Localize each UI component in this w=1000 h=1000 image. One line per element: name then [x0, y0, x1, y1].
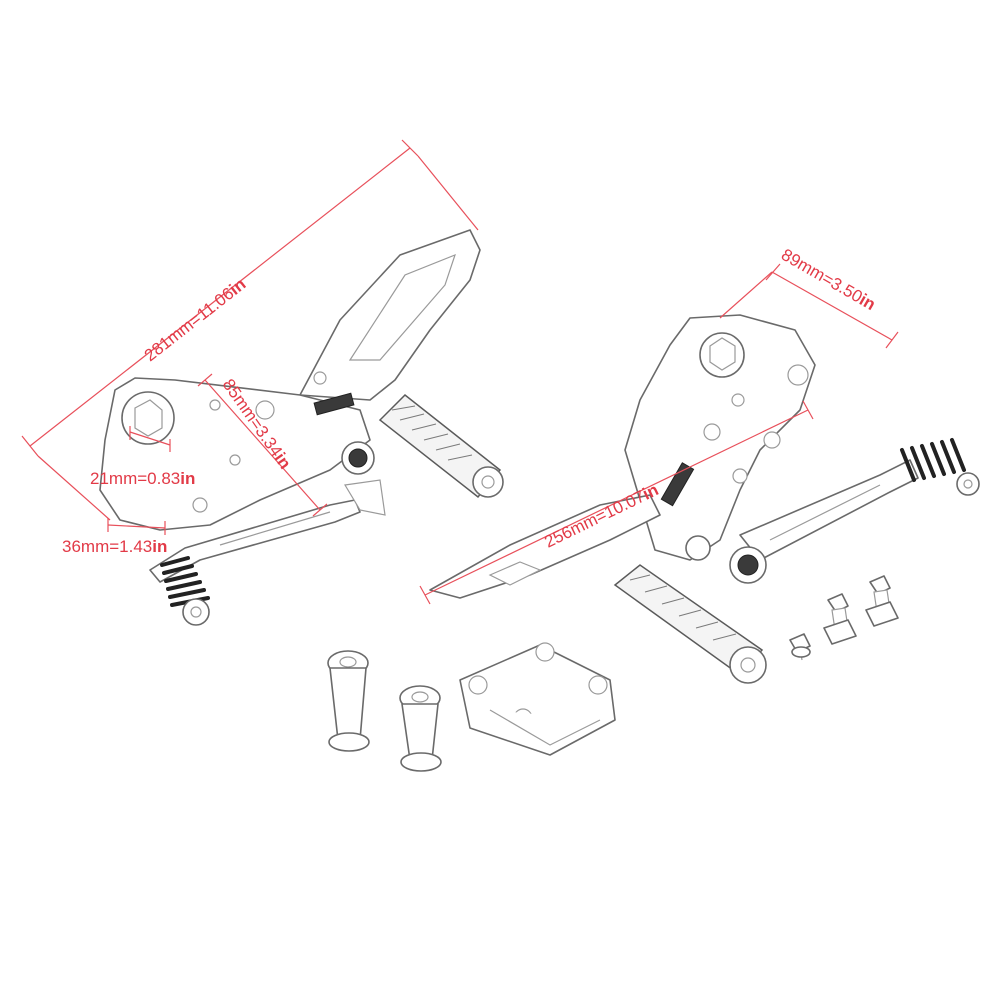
dimension-36: 36mm=1.43in	[62, 518, 167, 556]
left-footpeg	[378, 393, 504, 499]
bolt-large	[865, 575, 899, 627]
right-hole-2	[731, 393, 745, 407]
left-lever-rod	[219, 511, 331, 546]
left-hole-1	[209, 399, 221, 411]
right-heel-guard	[429, 494, 661, 599]
left-brand-logo	[313, 392, 355, 416]
left-hole-5	[313, 371, 327, 385]
left-heel-guard-slot	[348, 253, 456, 361]
right-heel-guard-slot	[488, 561, 542, 586]
right-pivot-bolt-head	[737, 554, 759, 576]
left-shift-peg	[160, 556, 210, 626]
right-hole-3	[703, 423, 721, 441]
left-linkage	[344, 479, 386, 516]
right-rearset-assembly	[429, 314, 980, 684]
right-lower-bolt	[685, 535, 711, 561]
bolt-small	[789, 633, 811, 661]
right-footpeg	[613, 564, 767, 684]
mounting-block	[459, 642, 616, 756]
left-hole-4	[255, 400, 275, 420]
loose-hardware	[327, 575, 899, 772]
left-shift-lever	[149, 499, 361, 583]
dimension-21-label: 21mm=0.83in	[90, 469, 195, 488]
right-mount-nut	[709, 337, 736, 371]
bolt-medium	[823, 593, 857, 645]
dimension-281-label: 281mm=11.06in	[141, 274, 250, 365]
spacer-2	[399, 685, 442, 772]
right-hole-4	[763, 431, 781, 449]
right-hole-1	[787, 364, 809, 386]
right-brake-peg	[900, 438, 980, 496]
left-pivot-bolt-head	[348, 448, 368, 468]
left-rearset-assembly	[99, 229, 504, 626]
left-hole-2	[229, 454, 241, 466]
right-hole-5	[732, 468, 748, 484]
left-hole-3	[192, 497, 208, 513]
left-mount-nut	[134, 399, 163, 437]
spacer-1	[327, 650, 370, 752]
right-brand-logo	[660, 462, 695, 507]
dimension-21: 21mm=0.83in	[90, 426, 195, 488]
dimension-36-label: 36mm=1.43in	[62, 537, 167, 556]
right-lever-rod	[769, 484, 881, 541]
